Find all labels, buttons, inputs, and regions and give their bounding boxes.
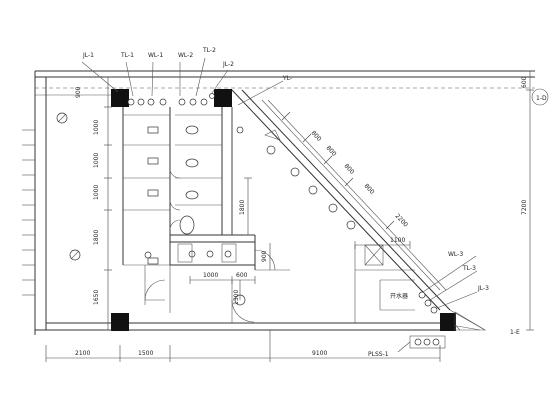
dim-left-1650: 1650 xyxy=(93,290,100,305)
label-wl-1: WL-1 xyxy=(148,52,163,59)
door-swings xyxy=(144,169,276,323)
diagonal-fixtures xyxy=(264,129,356,230)
dim-h-1100: 1100 xyxy=(390,237,405,244)
dim-diag-800a: 800 xyxy=(310,130,323,143)
bottom-dimension-chain xyxy=(45,330,441,362)
axis-marker-label: 1-D xyxy=(536,95,547,102)
dim-mid-900: 900 xyxy=(261,250,268,262)
dim-diag-800c: 800 xyxy=(343,163,356,176)
label-tl-2: TL-2 xyxy=(202,47,216,54)
left-dimension-chain xyxy=(104,76,271,331)
label-yl: YL- xyxy=(282,75,292,82)
column-bottom-right xyxy=(440,313,456,331)
diagonal-wall xyxy=(231,89,486,331)
dim-mid-1800: 1800 xyxy=(239,200,246,215)
riser-circles-top xyxy=(127,93,215,106)
label-jl-3: JL-3 xyxy=(477,285,489,292)
dim-bot-1500: 1500 xyxy=(138,350,153,357)
dim-right-600: 600 xyxy=(521,76,528,88)
label-plss-1: PLSS-1 xyxy=(368,351,389,358)
dim-mid-1000: 1000 xyxy=(203,272,218,279)
interior-partitions xyxy=(122,107,415,323)
dim-diag-800b: 800 xyxy=(325,145,338,158)
dim-diag-800d: 800 xyxy=(363,183,376,196)
dim-left-900: 900 xyxy=(75,86,82,98)
label-wl-2: WL-2 xyxy=(178,52,193,59)
column-top-left xyxy=(111,89,129,107)
dim-left-1000c: 1000 xyxy=(93,185,100,200)
mid-dimension-chain xyxy=(189,241,411,284)
stall-fixtures xyxy=(56,112,246,306)
bottom-wall xyxy=(35,322,481,331)
side-mark-label: 1-E xyxy=(510,329,520,336)
column-bottom-left xyxy=(111,313,129,331)
dim-mid-1300: 1300 xyxy=(233,290,240,305)
dim-mid-600: 600 xyxy=(236,272,248,279)
diagonal-dimension-ticks xyxy=(281,111,395,230)
sloped-corner xyxy=(454,311,487,331)
top-wall xyxy=(35,70,535,96)
label-jl-2: JL-2 xyxy=(222,61,234,68)
riser-circles-bottom xyxy=(364,244,446,349)
column-top-mid xyxy=(214,89,232,107)
dim-left-1800: 1800 xyxy=(93,230,100,245)
dim-bot-9100: 9100 xyxy=(312,350,327,357)
dim-bot-2100: 2100 xyxy=(75,350,90,357)
leader-lines xyxy=(81,57,478,353)
dim-diag-2200: 2200 xyxy=(394,213,410,229)
dim-left-1000b: 1000 xyxy=(93,153,100,168)
room-label-water-heater: 开水器 xyxy=(390,292,408,300)
label-wl-3: WL-3 xyxy=(448,251,463,258)
structural-columns xyxy=(111,89,456,331)
label-jl-1: JL-1 xyxy=(82,52,94,59)
label-tl-1: TL-1 xyxy=(120,52,134,59)
dim-left-1000a: 1000 xyxy=(93,120,100,135)
dim-right-7200: 7200 xyxy=(521,200,528,215)
label-tl-3: TL-3 xyxy=(462,265,476,272)
right-dimension-chain xyxy=(526,70,549,331)
axis-bubble xyxy=(531,88,549,106)
left-wall xyxy=(22,71,47,335)
